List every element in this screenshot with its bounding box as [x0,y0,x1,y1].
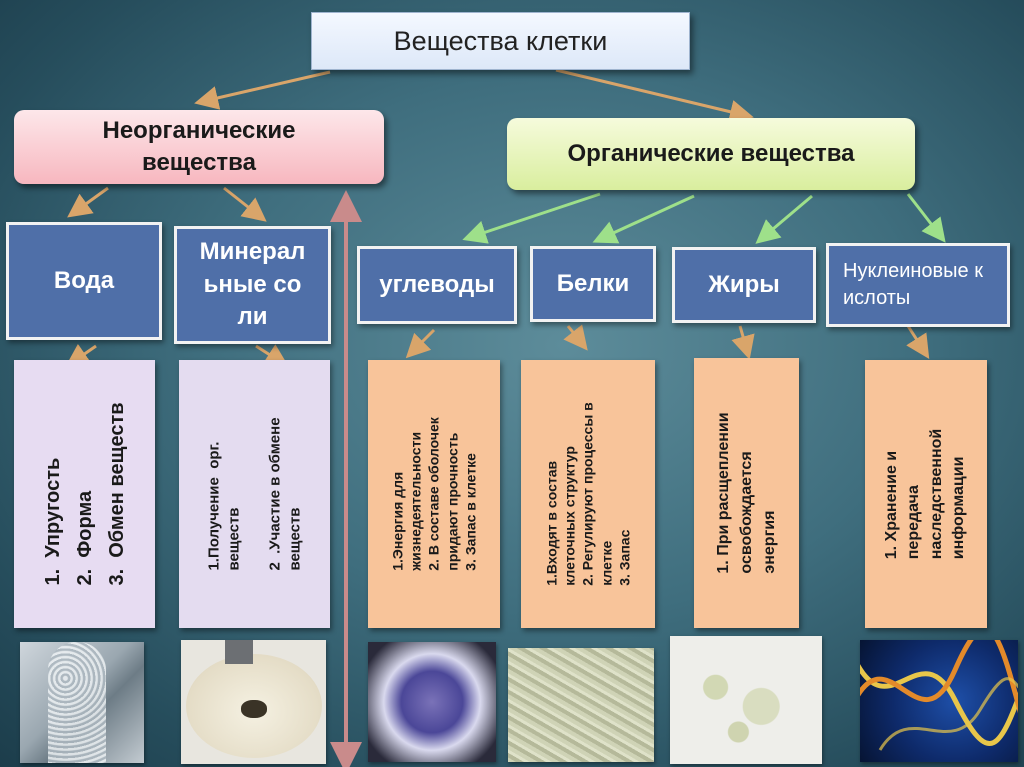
salts-functions-card: 1.Получение орг. веществ 2 .Участие в об… [179,360,330,628]
carbohydrates-label: углеводы [379,270,495,298]
water-photo [20,642,144,763]
proteins-photo [508,648,654,762]
carbohydrates-photo [368,642,496,762]
water-properties-text: 1. Упругость 2. Форма 3. Обмен веществ [41,402,128,586]
arrow-fats-desc [731,325,755,360]
nucleic-functions-card: 1. Хранение и передача наследственной ин… [865,360,987,628]
dna-photo [860,640,1018,762]
carbohydrates-functions-card: 1.Энергия для жизнедеятельности 2. В сос… [368,360,500,628]
nucleic-acids-box: Нуклеиновые кислоты [826,243,1010,327]
water-label: Вода [53,266,115,294]
salts-functions-text: 1.Получение орг. веществ 2 .Участие в об… [204,417,303,571]
organic-label: Органические вещества [567,139,855,167]
carbohydrates-functions-text: 1.Энергия для жизнедеятельности 2. В сос… [389,417,479,571]
arrow-to-carbs [462,192,601,244]
nucleic-functions-text: 1. Хранение и передача наследственной ин… [883,428,968,560]
diagram-title: Вещества клетки [311,12,690,70]
mineral-salts-photo [181,640,326,764]
fats-label: Жиры [708,270,780,298]
proteins-label: Белки [556,269,630,297]
fats-functions-card: 1. При расщеплении освобождается энергия [694,358,799,628]
inorganic-label: Неорганические вещества [102,116,296,176]
arrow-to-water [67,186,109,218]
proteins-functions-text: 1.Входят в состав клеточных структур 2. … [543,402,633,586]
organic-substances: Органические вещества [507,118,915,190]
arrow-to-nucleic [906,193,946,243]
arrow-title-to-inorganic [194,70,331,110]
water-box: Вода [6,222,162,340]
proteins-functions-card: 1.Входят в состав клеточных структур 2. … [521,360,655,628]
proteins-box: Белки [530,246,656,322]
arrow-to-salts [223,186,267,222]
mineral-salts-box: Минеральные соли [174,226,331,344]
water-properties-card: 1. Упругость 2. Форма 3. Обмен веществ [14,360,155,628]
carbohydrates-box: углеводы [357,246,517,324]
fats-functions-text: 1. При расщеплении освобождается энергия [714,412,779,574]
arrow-to-fats [755,194,813,244]
fats-photo [670,636,822,764]
arrow-carbs-desc [405,328,436,359]
arrow-title-to-organic [555,68,754,124]
arrow-nucleic-desc [906,325,930,360]
mineral-salts-label: Минеральные соли [199,238,306,331]
dna-helix-icon [860,640,1018,751]
nucleic-acids-label: Нуклеиновые кислоты [843,260,983,309]
fats-box: Жиры [672,247,816,323]
arrow-proteins-desc [563,324,588,351]
arrow-to-proteins [592,194,695,244]
inorganic-substances: Неорганические вещества [14,110,384,184]
